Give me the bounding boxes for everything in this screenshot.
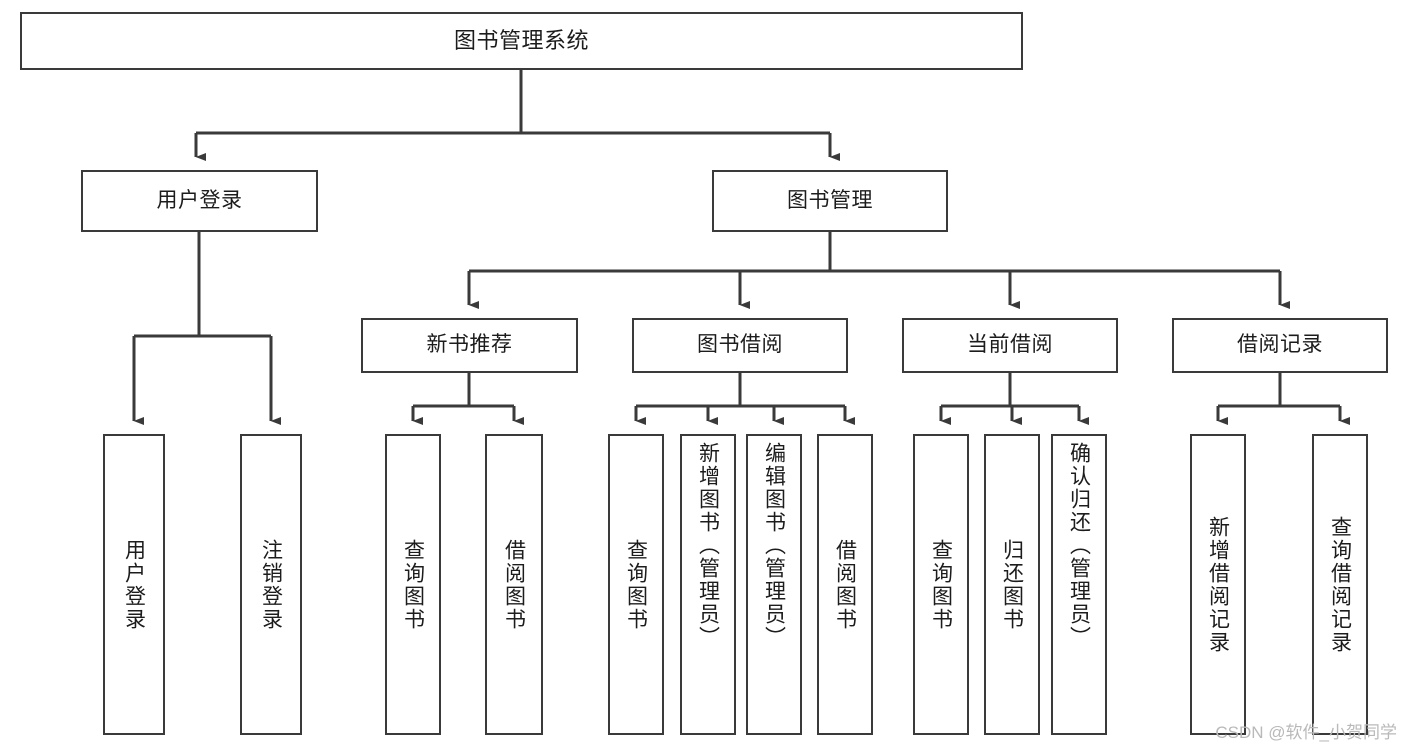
node-book-manage[interactable]: 图书管理 [712,170,948,232]
node-leaf-borrow-query-label: 查询图书 [624,538,648,631]
node-leaf-user-logout[interactable]: 注销登录 [240,434,302,735]
node-leaf-user-login[interactable]: 用户登录 [103,434,165,735]
node-leaf-record-query[interactable]: 查询借阅记录 [1312,434,1368,735]
node-leaf-record-query-label: 查询借阅记录 [1328,515,1352,654]
watermark-text: CSDN @软件_小贺同学 [1215,723,1397,742]
node-leaf-borrow-query[interactable]: 查询图书 [608,434,664,735]
node-user-login-label: 用户登录 [156,188,243,212]
node-leaf-borrow-book-label: 借阅图书 [833,538,857,631]
node-root[interactable]: 图书管理系统 [20,12,1023,70]
node-leaf-return-book-label: 归还图书 [1000,538,1024,631]
node-leaf-book-add-label: 新增图书（管理员） [696,442,720,649]
node-book-borrow[interactable]: 图书借阅 [632,318,848,373]
node-leaf-return-book[interactable]: 归还图书 [984,434,1040,735]
node-borrow-record[interactable]: 借阅记录 [1172,318,1388,373]
node-root-label: 图书管理系统 [453,28,589,54]
node-leaf-cur-query[interactable]: 查询图书 [913,434,969,735]
node-current-borrow[interactable]: 当前借阅 [902,318,1118,373]
node-leaf-record-add-label: 新增借阅记录 [1206,515,1230,654]
node-leaf-borrow-book[interactable]: 借阅图书 [817,434,873,735]
node-new-book-rec[interactable]: 新书推荐 [361,318,578,373]
node-leaf-confirm-return-label: 确认归还（管理员） [1067,442,1091,649]
node-leaf-user-login-label: 用户登录 [122,538,146,631]
node-current-borrow-label: 当前借阅 [967,333,1053,357]
node-borrow-record-label: 借阅记录 [1237,333,1323,357]
node-book-borrow-label: 图书借阅 [697,333,783,357]
node-leaf-confirm-return[interactable]: 确认归还（管理员） [1051,434,1107,735]
node-leaf-book-edit[interactable]: 编辑图书（管理员） [746,434,802,735]
node-leaf-rec-borrow[interactable]: 借阅图书 [485,434,543,735]
node-leaf-cur-query-label: 查询图书 [929,538,953,631]
node-new-book-rec-label: 新书推荐 [426,333,513,357]
node-leaf-rec-query[interactable]: 查询图书 [385,434,441,735]
node-leaf-user-logout-label: 注销登录 [259,538,283,631]
node-user-login[interactable]: 用户登录 [81,170,318,232]
node-leaf-rec-borrow-label: 借阅图书 [502,538,526,631]
node-leaf-rec-query-label: 查询图书 [401,538,425,631]
node-leaf-book-add[interactable]: 新增图书（管理员） [680,434,736,735]
node-leaf-book-edit-label: 编辑图书（管理员） [762,442,786,649]
node-book-manage-label: 图书管理 [787,188,873,212]
node-leaf-record-add[interactable]: 新增借阅记录 [1190,434,1246,735]
